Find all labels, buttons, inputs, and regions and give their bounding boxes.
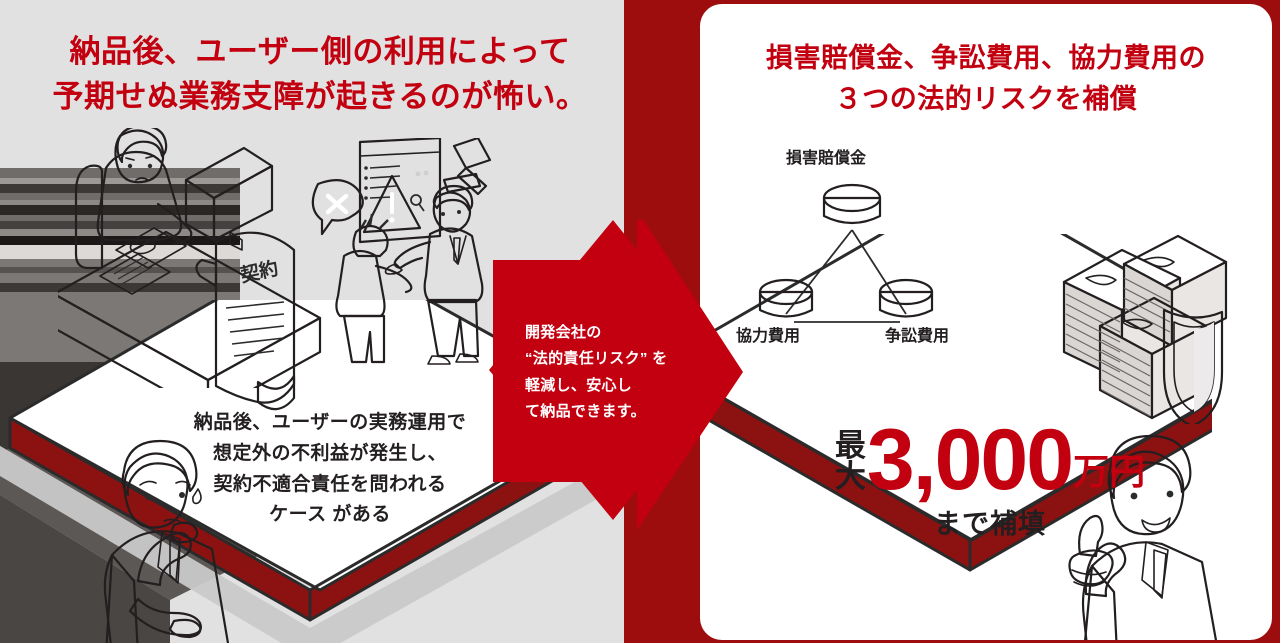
diagram-edges <box>785 229 907 323</box>
warning-triangle-icon <box>362 174 422 234</box>
cylinder-node-left <box>758 278 814 318</box>
arrow-text-line4: て納品できます。 <box>525 403 646 421</box>
arrow-text-line2: “法的責任リスク” を <box>525 350 668 368</box>
solution-card: 損害賠償金 協力費用 争訟費用 <box>700 4 1272 640</box>
coverage-amount: 最 大 3,000 万円 まで補填 <box>800 412 1180 541</box>
diagram-label-litigation: 争訟費用 <box>885 328 950 345</box>
amount-prefix-line1: 最 <box>834 428 866 464</box>
left-caption-line2: 想定外の不利益が発生し、 <box>212 442 447 464</box>
left-platform <box>0 300 640 643</box>
dispute-scene-icons <box>311 138 492 365</box>
arrow-text-line3: 軽減し、安心し <box>525 376 633 394</box>
arrow-text: 開発会社の “法的責任リスク” を 軽減し、安心し て納品できます。 <box>525 320 705 426</box>
amount-prefix-line2: 大 <box>834 458 866 494</box>
person-client-icon <box>335 224 413 364</box>
right-arrow-shape <box>489 220 743 530</box>
left-caption-line4: ケース がある <box>269 504 391 526</box>
right-solution-panel: 損害賠償金 協力費用 争訟費用 <box>624 0 1280 643</box>
worried-man-icon <box>103 439 230 643</box>
amount-number: 3,000 <box>866 412 1074 508</box>
left-heading: 納品後、ユーザー側の利用によって 予期せぬ業務支障が起きるのが怖い。 <box>0 30 640 120</box>
amount-prefix: 最 大 <box>834 428 866 498</box>
right-heading-line2: ３つの法的リスクを補償 <box>834 83 1138 114</box>
transition-arrow: 開発会社の “法的責任リスク” を 軽減し、安心し て納品できます。 <box>485 220 745 540</box>
person-at-desk-icon <box>58 128 322 388</box>
cylinder-node-right <box>878 278 934 318</box>
left-heading-line2: 予期せぬ業務支障が起きるのが怖い。 <box>52 78 588 114</box>
amount-suffix: まで補填 <box>934 508 1046 539</box>
right-heading: 損害賠償金、争訟費用、協力費用の ３つの法的リスクを補償 <box>700 38 1272 119</box>
confident-man-thumbs-up-icon <box>1068 434 1218 640</box>
arrow-text-line1: 開発会社の <box>525 324 602 341</box>
magnifier-icon <box>410 194 425 212</box>
risk-triangle-diagram <box>758 183 934 323</box>
x-error-bubble-icon <box>311 179 364 236</box>
cylinder-node-top <box>822 183 882 225</box>
diagram-label-damages: 損害賠償金 <box>786 150 867 167</box>
person-lawyer-icon <box>384 184 484 365</box>
right-heading-line1: 損害賠償金、争訟費用、協力費用の <box>766 43 1206 73</box>
left-caption: 納品後、ユーザーの実務運用で 想定外の不利益が発生し、 契約不適合責任を問われる… <box>120 408 540 531</box>
amount-unit: 万円 <box>1073 450 1146 492</box>
left-caption-line1: 納品後、ユーザーの実務運用で <box>193 412 467 433</box>
cash-stacks-icon <box>1062 234 1228 424</box>
contract-label: 契約 <box>238 256 280 286</box>
shield-icon <box>1162 308 1224 424</box>
diagram-label-cooperation: 協力費用 <box>736 328 801 345</box>
contract-scroll-icon: 契約 <box>195 231 296 411</box>
left-heading-line1: 納品後、ユーザー側の利用によって <box>69 34 571 69</box>
left-caption-line3: 契約不適合責任を問われる <box>213 473 447 495</box>
